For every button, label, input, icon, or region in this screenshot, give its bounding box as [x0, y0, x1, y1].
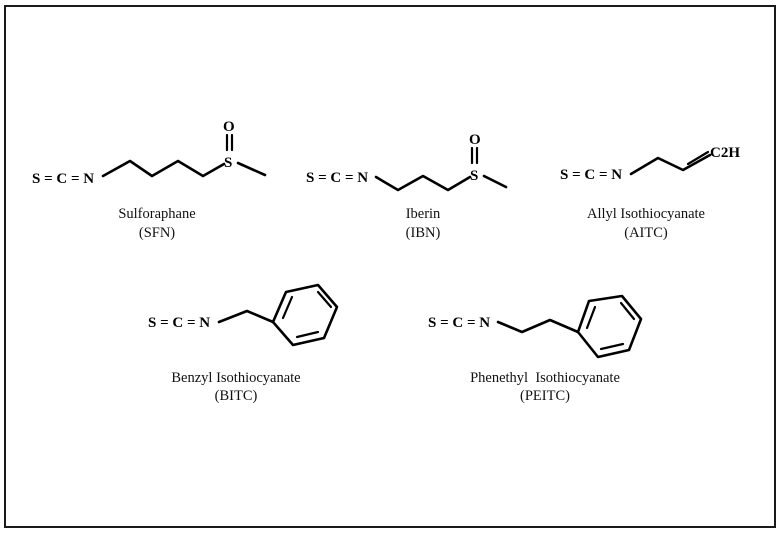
- ring-double-bond: [585, 305, 597, 330]
- molecule-name: Sulforaphane: [118, 206, 195, 222]
- molecule-name: Benzyl Isothiocyanate: [171, 370, 300, 386]
- ethylene-bonds: [496, 318, 580, 334]
- molecule-sfn: S = C = N S O Sulforaphane (SFN): [32, 119, 267, 241]
- benzene-ring: [271, 283, 339, 347]
- terminal-group: C2H: [710, 145, 740, 161]
- molecule-abbr: (SFN): [139, 225, 175, 241]
- isothiocyanate-group: S = C = N: [148, 315, 210, 331]
- benzene-ring: [576, 294, 643, 359]
- alkene-double-bond: [686, 150, 710, 166]
- molecule-abbr: (PEITC): [520, 388, 570, 404]
- sulfoxide-sulfur: S: [224, 155, 232, 171]
- methyl-bond: [482, 174, 508, 189]
- molecule-name: Iberin: [406, 206, 441, 222]
- alkyl-chain-bonds: [101, 159, 226, 178]
- ring-double-bond: [619, 301, 636, 321]
- alkyl-chain-bonds: [374, 174, 472, 192]
- isothiocyanate-group: S = C = N: [32, 171, 94, 187]
- sulfoxide-oxygen: O: [223, 119, 235, 135]
- sulfoxide-oxygen: O: [469, 132, 481, 148]
- molecule-abbr: (AITC): [624, 225, 668, 241]
- isothiocyanate-group: S = C = N: [428, 315, 490, 331]
- molecule-abbr: (IBN): [406, 225, 441, 241]
- allyl-chain-bonds: [629, 153, 712, 176]
- ring-double-bond: [281, 295, 294, 320]
- molecule-ibn: S = C = N S O Iberin (IBN): [306, 132, 508, 241]
- ring-double-bond: [295, 330, 320, 339]
- sulfoxide-sulfur: S: [470, 168, 478, 184]
- figure-frame: [4, 5, 776, 528]
- molecule-aitc: S = C = N C2H Allyl Isothiocyanate (AITC…: [560, 145, 740, 241]
- methylene-bonds: [217, 309, 275, 324]
- molecule-name: Phenethyl Isothiocyanate: [470, 370, 620, 386]
- isothiocyanate-group: S = C = N: [306, 170, 368, 186]
- ring-double-bond: [316, 290, 333, 309]
- molecule-peitc: S = C = N Phenethyl Isothiocyanate (PEIT…: [428, 294, 643, 404]
- methyl-bond: [236, 161, 267, 177]
- molecule-name: Allyl Isothiocyanate: [587, 206, 705, 222]
- ring-double-bond: [599, 342, 625, 351]
- molecule-bitc: S = C = N Benzyl Isothiocyanate (BITC): [148, 283, 339, 404]
- isothiocyanate-group: S = C = N: [560, 167, 622, 183]
- molecule-abbr: (BITC): [215, 388, 258, 404]
